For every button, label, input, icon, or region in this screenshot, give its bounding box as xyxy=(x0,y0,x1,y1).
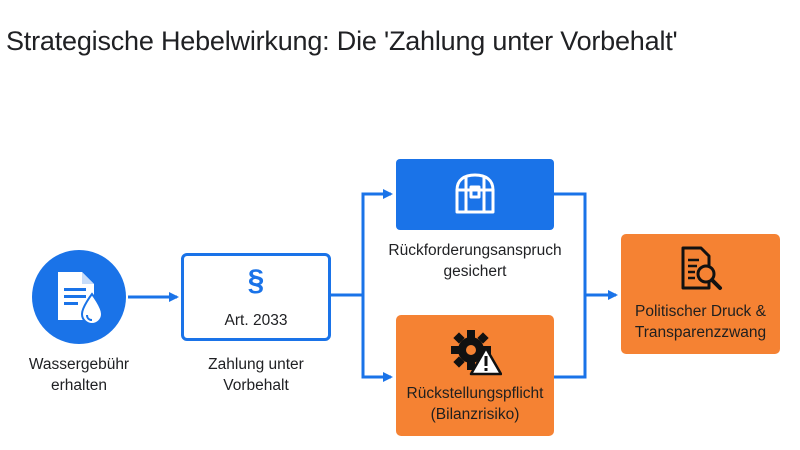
claim-node xyxy=(396,159,554,230)
paragraph-icon: § xyxy=(247,264,265,297)
provision-node: Rückstellungspflicht (Bilanzrisiko) xyxy=(396,315,554,436)
article-label: Art. 2033 xyxy=(224,312,288,329)
arrow-split-to-claim xyxy=(361,189,393,295)
water-fee-node xyxy=(32,250,126,344)
arrow-provision-to-merge xyxy=(554,295,587,379)
arrow-split-to-provision xyxy=(361,295,393,382)
provision-label: Rückstellungspflicht (Bilanzrisiko) xyxy=(406,385,544,423)
page-title: Strategische Hebelwirkung: Die 'Zahlung … xyxy=(6,26,678,56)
pressure-label: Politischer Druck & Transparenzzwang xyxy=(634,303,767,341)
document-search-icon xyxy=(681,246,722,290)
payment-node: § Art. 2033 xyxy=(181,253,331,341)
arrow-claim-to-merge xyxy=(554,192,587,295)
claim-label: Rückforderungsanspruch gesichert xyxy=(388,242,562,280)
water-fee-label: Wassergebühr erhalten xyxy=(28,356,130,394)
treasure-chest-icon xyxy=(455,173,495,214)
pressure-node: Politischer Druck & Transparenzzwang xyxy=(621,234,780,354)
document-water-drop-icon xyxy=(58,272,104,326)
gear-warning-icon xyxy=(451,330,502,376)
payment-label: Zahlung unter Vorbehalt xyxy=(208,356,304,394)
